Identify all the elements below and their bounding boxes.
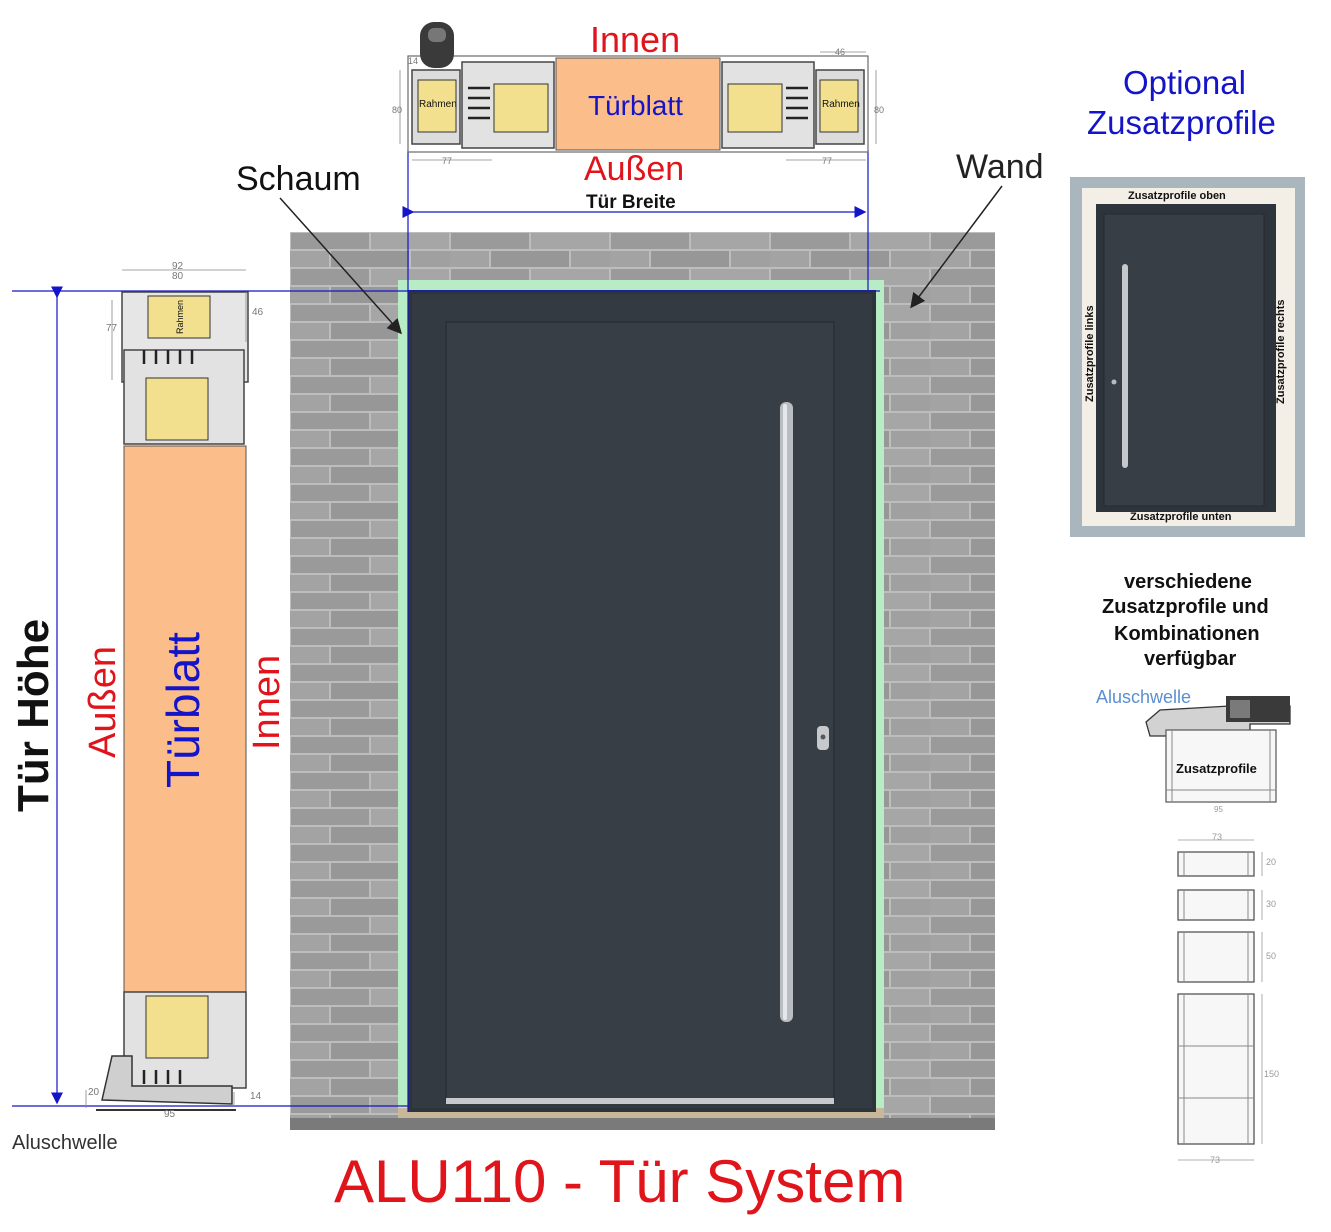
side-outside-label: Außen (82, 646, 124, 758)
side-dim-46: 46 (252, 307, 264, 318)
top-dim-14: 14 (408, 56, 419, 66)
optional-title-line2: Zusatzprofile (1087, 104, 1276, 141)
side-leaf-label: Türblatt (157, 632, 209, 788)
side-dim-95: 95 (164, 1109, 176, 1120)
foam-pointer (279, 197, 403, 335)
wall-pointer (910, 185, 1003, 309)
foam-label: Schaum (236, 160, 361, 198)
additional-profile-stack (1177, 839, 1263, 1161)
optional-dim-30: 30 (1266, 899, 1277, 909)
optional-threshold-label: Aluschwelle (1096, 687, 1192, 707)
optional-dim-150: 150 (1264, 1069, 1280, 1079)
side-frame-label: Rahmen (175, 299, 185, 334)
top-dim-46: 46 (835, 47, 846, 57)
top-dim-77-right: 77 (822, 156, 833, 166)
optional-right-label: Zusatzprofile rechts (1275, 299, 1287, 404)
side-inside-label: Innen (246, 654, 288, 750)
optional-dim-73-top: 73 (1212, 832, 1223, 842)
main-title: ALU110 - Tür System (334, 1148, 906, 1215)
top-dim-77-left: 77 (442, 156, 453, 166)
side-threshold-label: Aluschwelle (12, 1132, 118, 1154)
side-dim-20: 20 (88, 1087, 100, 1098)
optional-top-label: Zusatzprofile oben (1128, 190, 1226, 202)
side-dim-92: 92 (172, 261, 184, 272)
optional-title-line1: Optional (1123, 64, 1246, 101)
top-frame-label-right: Rahmen (822, 99, 860, 110)
top-dim-80-right: 80 (874, 105, 885, 115)
door-handle-bar (780, 402, 793, 1022)
optional-dim-95: 95 (1214, 805, 1223, 814)
top-dim-80-left: 80 (392, 105, 403, 115)
optional-profiles-panel (1070, 177, 1305, 537)
wall-label: Wand (956, 148, 1044, 186)
door-lock-cylinder (817, 726, 829, 750)
optional-note-line2: Zusatzprofile und (1102, 596, 1269, 618)
top-inside-label: Innen (590, 19, 681, 60)
optional-note-line3: Kombinationen (1114, 623, 1260, 645)
height-label: Tür Höhe (9, 618, 58, 812)
optional-profile-label: Zusatzprofile (1176, 761, 1257, 776)
optional-note-line1: verschiedene (1124, 571, 1252, 593)
optional-dim-73-bottom: 73 (1210, 1155, 1221, 1165)
optional-dim-20: 20 (1266, 857, 1277, 867)
door-leaf (412, 294, 872, 1108)
side-cross-section (85, 269, 249, 1111)
optional-dim-50: 50 (1266, 951, 1277, 961)
side-dim-77: 77 (106, 323, 118, 334)
width-label: Tür Breite (586, 192, 676, 213)
top-frame-label-left: Rahmen (419, 99, 457, 110)
optional-left-label: Zusatzprofile links (1084, 305, 1096, 402)
top-outside-label: Außen (584, 150, 685, 188)
optional-note-line4: verfügbar (1144, 648, 1237, 670)
threshold-profile-detail (1145, 696, 1291, 803)
top-leaf-label: Türblatt (588, 90, 683, 121)
optional-bottom-label: Zusatzprofile unten (1130, 511, 1232, 523)
side-dim-80: 80 (172, 271, 184, 282)
height-dimension (12, 286, 880, 1107)
side-dim-14: 14 (250, 1091, 262, 1102)
width-dimension (402, 150, 869, 1112)
top-cross-section (399, 22, 877, 161)
